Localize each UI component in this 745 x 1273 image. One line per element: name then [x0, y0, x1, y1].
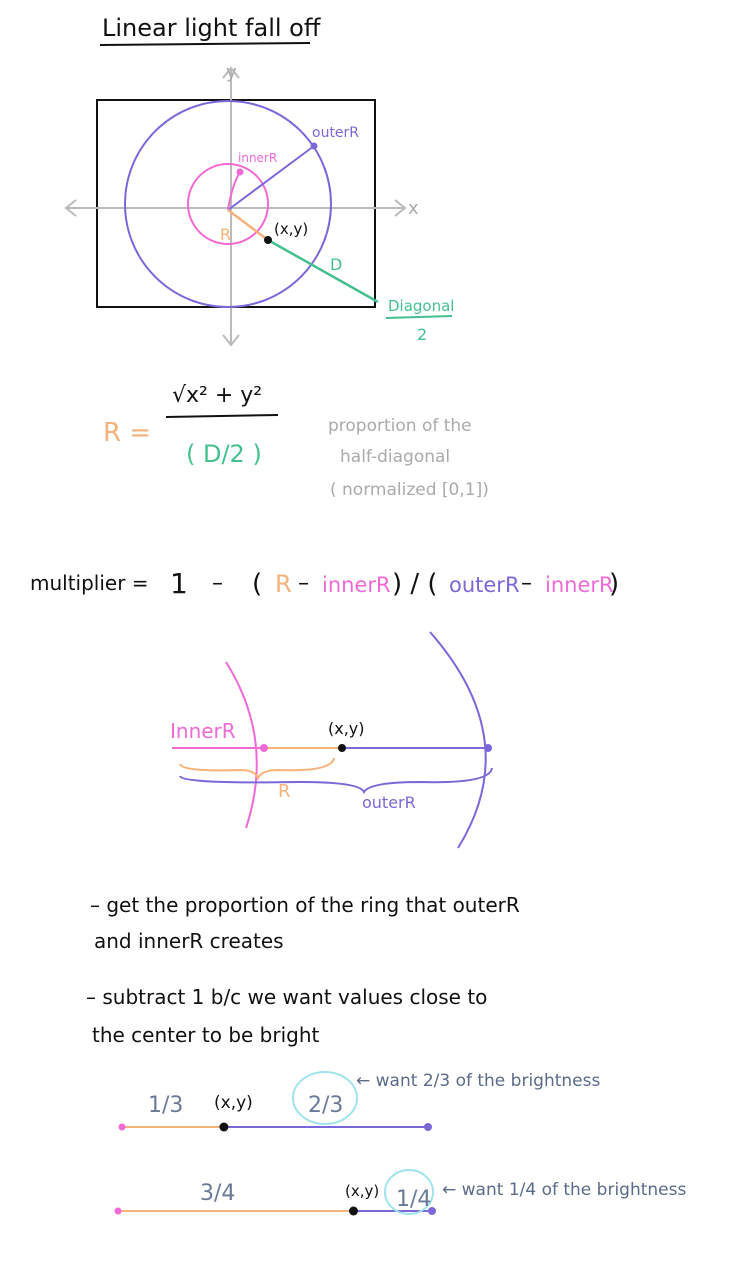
multiplier-r: R [275, 570, 292, 598]
example-2-point-label: (x,y) [345, 1182, 379, 1200]
x-axis-arrow-left [64, 199, 77, 217]
multiplier-dash-1: – [298, 571, 309, 596]
y-axis-arrow-up [222, 66, 240, 79]
point-xy-2 [338, 744, 346, 752]
multiplier-open-paren: ( [252, 569, 262, 599]
point-xy [264, 236, 272, 244]
example-2-bar [114, 1206, 436, 1216]
diagonal-label: Diagonal [388, 297, 454, 315]
example-1-left-fraction: 1/3 [148, 1093, 183, 1118]
note-2-line-1: – subtract 1 b/c we want values close to [86, 985, 487, 1009]
inner-circle [187, 163, 269, 245]
multiplier-inner-r-1: innerR [322, 573, 391, 597]
formula-note-line-3: ( normalized [0,1]) [330, 480, 489, 500]
formula-lhs: R = [103, 418, 151, 448]
r-label-2: R [278, 781, 291, 802]
outer-arc [429, 631, 487, 849]
multiplier-one: 1 [170, 567, 188, 600]
r-label: R [220, 225, 231, 244]
multiplier-outer-r: outerR [449, 573, 520, 597]
y-axis-arrow-down [222, 334, 240, 347]
multiplier-dash-2: – [521, 571, 532, 596]
example-2-annotation: ← want 1/4 of the brightness [442, 1180, 686, 1200]
diagonal-denominator: 2 [417, 325, 427, 344]
multiplier-minus: – [212, 571, 223, 596]
example-2-right-fraction: 1/4 [396, 1187, 431, 1212]
x-axis-arrow-right [394, 199, 407, 217]
example-2-end-dot [428, 1207, 436, 1215]
multiplier-inner-r-2: innerR [545, 573, 614, 597]
outer-r-label-2: outerR [362, 793, 416, 812]
r-line [227, 209, 269, 241]
formula-note-line-2: half-diagonal [340, 447, 450, 467]
example-1-start-dot [118, 1123, 126, 1131]
outer-r-label: outerR [312, 125, 359, 141]
example-1-right-fraction: 2/3 [308, 1093, 343, 1118]
example-1-point-label: (x,y) [214, 1093, 253, 1113]
formula-note-line-1: proportion of the [328, 416, 472, 436]
example-1-highlight-circle [292, 1071, 358, 1125]
formula-denominator: ( D/2 ) [186, 440, 262, 468]
y-axis-label: y [226, 62, 237, 83]
outer-brace [179, 767, 493, 795]
r-brace [179, 757, 335, 781]
inner-radius-dot [236, 168, 244, 176]
example-2-point-dot [349, 1206, 358, 1216]
example-2-start-dot [114, 1207, 122, 1215]
d-label: D [330, 255, 342, 274]
point-label-2: (x,y) [328, 719, 365, 738]
formula-numerator: √x² + y² [172, 383, 262, 408]
outer-radius-line [227, 145, 315, 211]
point-label: (x,y) [274, 220, 308, 238]
outer-intersection-dot [484, 744, 492, 752]
example-1-point-dot [219, 1122, 229, 1132]
outer-radius-dot [310, 142, 318, 150]
inner-r-label: innerR [238, 151, 277, 165]
outer-circle [124, 100, 332, 308]
page-title: Linear light fall off [102, 14, 321, 42]
example-2-left-fraction: 3/4 [200, 1181, 235, 1206]
note-1-line-1: – get the proportion of the ring that ou… [90, 893, 520, 917]
example-1-bar [118, 1122, 432, 1132]
multiplier-prefix: multiplier = [30, 571, 149, 595]
inner-r-label-2: InnerR [170, 719, 236, 743]
x-axis-label: x [408, 198, 419, 219]
multiplier-divider: ) / ( [392, 569, 438, 599]
d-line [267, 238, 379, 304]
inner-arc [225, 661, 258, 829]
multiplier-close-paren: ) [609, 569, 619, 599]
formula-fraction-bar [165, 414, 279, 418]
example-1-annotation: ← want 2/3 of the brightness [356, 1071, 600, 1091]
note-2-line-2: the center to be bright [92, 1023, 320, 1047]
example-1-end-dot [424, 1123, 432, 1131]
note-1-line-2: and innerR creates [94, 929, 284, 953]
inner-intersection-dot [260, 744, 268, 752]
diagonal-fraction-bar [385, 315, 453, 319]
example-2-highlight-circle [384, 1169, 434, 1215]
title-underline [99, 42, 311, 46]
